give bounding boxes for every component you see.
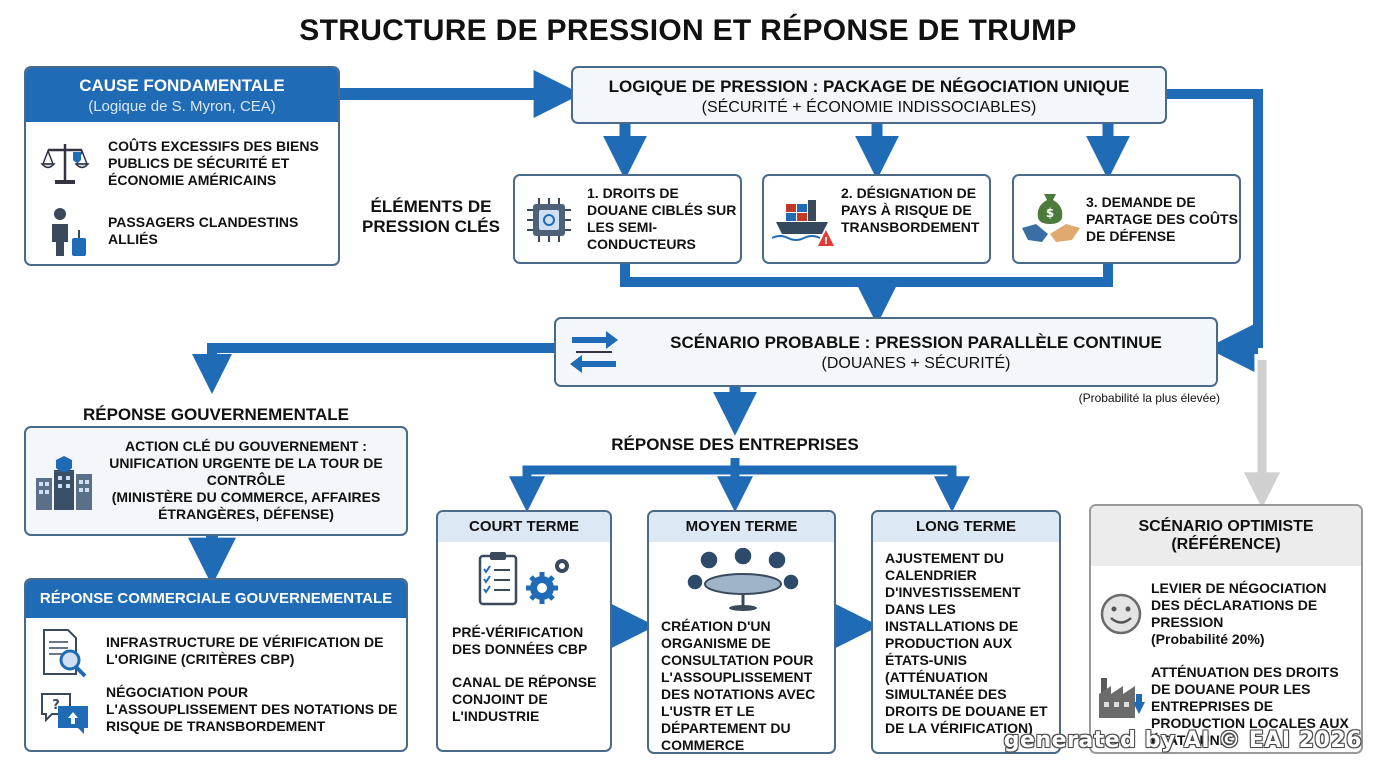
scenario-text: SCÉNARIO PROBABLE : PRESSION PARALLÈLE C…	[626, 333, 1206, 373]
element-box-2: ! 2. DÉSIGNATION DE PAYS À RISQUE DE TRA…	[762, 174, 991, 264]
optimistic-subtitle: (RÉFÉRENCE)	[1171, 536, 1281, 553]
handshake-icon: $	[1020, 190, 1082, 253]
corp-response-label: RÉPONSE DES ENTREPRISES	[611, 435, 859, 454]
short-term-header: COURT TERME	[438, 512, 610, 542]
line-logic-right	[1166, 89, 1263, 348]
key-elements-label: ÉLÉMENTS DE PRESSION CLÉS	[362, 197, 500, 236]
optimistic-title: SCÉNARIO OPTIMISTE	[1138, 518, 1314, 535]
parallel-arrows-icon	[568, 327, 620, 384]
gov-commercial-header: RÉPONSE COMMERCIALE GOUVERNEMENTALE	[26, 580, 406, 618]
cause-box: CAUSE FONDAMENTALE (Logique de S. Myron,…	[24, 66, 340, 266]
short-term-item-channel: CANAL DE RÉPONSE CONJOINT DE L'INDUSTRIE	[452, 674, 597, 724]
gov-action-line-4: (MINISTÈRE DU COMMERCE, AFFAIRES	[111, 489, 381, 505]
gov-response-label: RÉPONSE GOUVERNEMENTALE	[82, 405, 350, 424]
medium-term-box: MOYEN TERME CRÉATION D'UN ORGANISME DE C…	[647, 510, 836, 754]
svg-text:!: !	[824, 236, 829, 247]
scales-icon	[40, 138, 90, 193]
gov-action-line-2: UNIFICATION URGENTE DE LA TOUR DE	[109, 455, 383, 471]
long-term-box: LONG TERME AJUSTEMENT DU CALENDRIER D'IN…	[871, 510, 1061, 754]
cargo-ship-icon: !	[771, 196, 834, 253]
chat-bubbles-icon: ?	[40, 690, 90, 741]
smiley-icon	[1099, 592, 1143, 641]
page-title: STRUCTURE DE PRESSION ET RÉPONSE DE TRUM…	[299, 14, 1077, 47]
medium-term-text: CRÉATION D'UN ORGANISME DE CONSULTATION …	[661, 618, 816, 753]
gov-action-text: ACTION CLÉ DU GOUVERNEMENT : UNIFICATION…	[88, 438, 404, 523]
optimistic-item-mitigation: ATTÉNUATION DES DROITS DE DOUANE POUR LE…	[1151, 664, 1349, 748]
medium-term-header: MOYEN TERME	[649, 512, 834, 542]
short-term-box: COURT TERME PRÉ-VÉRIFICATION DES DONNÉES…	[436, 510, 612, 752]
cause-header: CAUSE FONDAMENTALE (Logique de S. Myron,…	[26, 68, 338, 122]
optimistic-box: SCÉNARIO OPTIMISTE (RÉFÉRENCE) LEVIER DE…	[1089, 504, 1363, 754]
document-search-icon	[40, 628, 88, 683]
traveler-icon	[44, 206, 90, 263]
gov-commercial-item-negotiation: NÉGOCIATION POUR L'ASSOUPLISSEMENT DES N…	[106, 684, 398, 734]
cause-header-subtitle: (Logique de S. Myron, CEA)	[88, 98, 276, 115]
cause-header-title: CAUSE FONDAMENTALE	[79, 76, 285, 95]
watermark: generated by AI © EAI 2026	[1003, 728, 1362, 753]
pressure-logic-title: LOGIQUE DE PRESSION : PACKAGE DE NÉGOCIA…	[608, 77, 1130, 96]
long-term-header: LONG TERME	[873, 512, 1059, 542]
optimistic-item-leverage-text: LEVIER DE NÉGOCIATION DES DÉCLARATIONS D…	[1151, 580, 1327, 630]
factory-icon	[1097, 674, 1147, 727]
optimistic-header: SCÉNARIO OPTIMISTE (RÉFÉRENCE)	[1091, 506, 1361, 566]
element-1-label: 1. DROITS DE DOUANE CIBLÉS SUR LES SEMI-…	[587, 185, 737, 252]
chip-icon	[525, 196, 573, 249]
element-3-label: 3. DEMANDE DE PARTAGE DES COÛTS DE DÉFEN…	[1086, 194, 1238, 244]
line-elements-merge	[620, 262, 1113, 287]
scenario-title: SCÉNARIO PROBABLE : PRESSION PARALLÈLE C…	[670, 333, 1162, 352]
line-scenario-to-gov	[192, 343, 556, 394]
optimistic-item-leverage: LEVIER DE NÉGOCIATION DES DÉCLARATIONS D…	[1151, 580, 1357, 648]
optimistic-item-probability: (Probabilité 20%)	[1151, 631, 1265, 647]
gov-commercial-item-verification: INFRASTRUCTURE DE VÉRIFICATION DE L'ORIG…	[106, 634, 384, 667]
cause-item-free-riders: PASSAGERS CLANDESTINS ALLIÉS	[108, 214, 299, 247]
element-box-1: 1. DROITS DE DOUANE CIBLÉS SUR LES SEMI-…	[513, 174, 742, 264]
element-2-label: 2. DÉSIGNATION DE PAYS À RISQUE DE TRANS…	[841, 185, 980, 235]
pressure-logic-subtitle: (SÉCURITÉ + ÉCONOMIE INDISSOCIABLES)	[701, 99, 1037, 116]
gov-action-box: ACTION CLÉ DU GOUVERNEMENT : UNIFICATION…	[24, 426, 408, 536]
scenario-probability-note: (Probabilité la plus élevée)	[1078, 391, 1220, 405]
scenario-subtitle: (DOUANES + SÉCURITÉ)	[821, 355, 1011, 372]
gov-action-line-3: CONTRÔLE	[206, 472, 286, 488]
gov-action-line-5: ÉTRANGÈRES, DÉFENSE)	[158, 506, 334, 522]
element-box-3: $ 3. DEMANDE DE PARTAGE DES COÛTS DE DÉF…	[1012, 174, 1241, 264]
short-term-item-precheck: PRÉ-VÉRIFICATION DES DONNÉES CBP	[452, 624, 588, 657]
checklist-gears-icon	[474, 552, 578, 615]
government-buildings-icon	[34, 454, 94, 517]
gov-commercial-box: RÉPONSE COMMERCIALE GOUVERNEMENTALE INFR…	[24, 578, 408, 752]
svg-text:$: $	[1046, 206, 1054, 220]
long-term-text: AJUSTEMENT DU CALENDRIER D'INVESTISSEMEN…	[885, 550, 1048, 736]
round-table-icon	[685, 546, 801, 617]
cause-item-costs: COÛTS EXCESSIFS DES BIENS PUBLICS DE SÉC…	[108, 138, 319, 188]
gov-action-line-1: ACTION CLÉ DU GOUVERNEMENT :	[125, 438, 367, 454]
scenario-box: SCÉNARIO PROBABLE : PRESSION PARALLÈLE C…	[554, 317, 1218, 387]
pressure-logic-box: LOGIQUE DE PRESSION : PACKAGE DE NÉGOCIA…	[571, 66, 1167, 124]
svg-text:?: ?	[52, 698, 60, 713]
